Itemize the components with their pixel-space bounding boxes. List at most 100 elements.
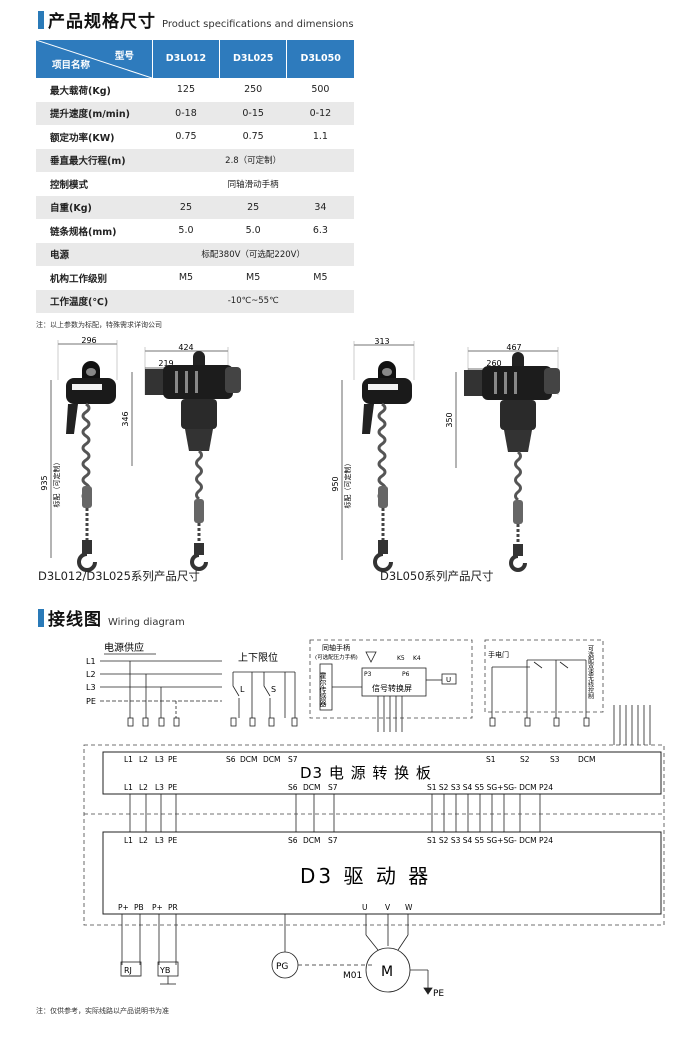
cell: 0.75 bbox=[219, 125, 287, 149]
corner-model-label: 型号 bbox=[114, 51, 134, 62]
term-label: P+ bbox=[152, 903, 163, 912]
term-label: DCM bbox=[303, 836, 320, 845]
table-row: 垂直最大行程(m) 2.8（可定制） bbox=[36, 148, 354, 173]
row-label: 链条规格(mm) bbox=[36, 219, 153, 243]
dim-height-note: 标配（可定制） bbox=[52, 459, 61, 508]
cell: 5.0 bbox=[219, 219, 287, 243]
term-label: S1 bbox=[486, 755, 496, 764]
term-label: DCM bbox=[240, 755, 257, 764]
row-label: 工作温度(℃) bbox=[36, 289, 153, 314]
term-label: PE bbox=[168, 783, 178, 792]
table-row: 链条规格(mm) 5.0 5.0 6.3 bbox=[36, 219, 354, 243]
term-label: PB bbox=[134, 903, 144, 912]
term-label: L1 bbox=[124, 755, 133, 764]
power-lines: L1 L2 L3 PE bbox=[86, 657, 222, 718]
extra-connectors bbox=[613, 705, 651, 745]
term-label: S2 bbox=[520, 755, 530, 764]
term-label: DCM bbox=[303, 783, 320, 792]
cell: 25 bbox=[152, 195, 220, 220]
row-label: 垂直最大行程(m) bbox=[36, 148, 153, 173]
line-label: PE bbox=[86, 697, 96, 706]
signal-board-label: 信号转换屏 bbox=[372, 683, 412, 693]
row-label: 控制模式 bbox=[36, 172, 153, 196]
limit-switches: L S bbox=[232, 671, 296, 718]
corner-item-label: 项目名称 bbox=[52, 59, 91, 71]
term-label: S7 bbox=[288, 755, 298, 764]
power-supply-label: 电源供应 bbox=[104, 641, 144, 654]
term-label: PE bbox=[168, 836, 178, 845]
term-label: PE bbox=[168, 755, 178, 764]
term-label: DCM bbox=[263, 755, 280, 764]
pin-P3: P3 bbox=[364, 671, 372, 678]
row-label: 提升速度(m/min) bbox=[36, 101, 153, 126]
cell: -10℃~55℃ bbox=[152, 289, 354, 314]
motor-label: M bbox=[381, 964, 393, 980]
cell: 5.0 bbox=[152, 219, 220, 243]
board-connections bbox=[129, 794, 541, 832]
line-label: L3 bbox=[86, 683, 96, 692]
term-label: L3 bbox=[155, 783, 164, 792]
table-row: 工作温度(℃) -10℃~55℃ bbox=[36, 289, 354, 314]
term-label: S7 bbox=[328, 836, 338, 845]
table-row: 电源 标配380V（可选配220V） bbox=[36, 242, 354, 267]
door-label: 手电门 bbox=[488, 650, 509, 659]
dim-height-note: 标配（可定制） bbox=[343, 460, 352, 509]
u-label: U bbox=[446, 676, 451, 684]
term-label: L3 bbox=[155, 836, 164, 845]
rj-label: RJ bbox=[124, 966, 132, 975]
dim-height-total: 935 bbox=[40, 475, 49, 490]
dimension-drawings: 296 424 219 346 935 标配（可定制） 313 467 260 … bbox=[40, 336, 562, 572]
brake-unit bbox=[157, 914, 179, 985]
term-label: DCM bbox=[578, 755, 595, 764]
pin-P6: P6 bbox=[402, 671, 410, 678]
section-header-wiring: 接线图 Wiring diagram bbox=[38, 605, 185, 630]
term-label-row: S1 S2 S3 S4 S5 SG+SG- DCM P24 bbox=[427, 836, 553, 845]
cell: 2.8（可定制） bbox=[152, 148, 354, 173]
term-label: V bbox=[385, 903, 391, 912]
door-note: 可选配双速无线控制 bbox=[587, 645, 594, 700]
table-row: 自重(Kg) 25 25 34 bbox=[36, 195, 354, 220]
corner-diagonal bbox=[36, 40, 152, 78]
row-label: 额定功率(KW) bbox=[36, 125, 153, 149]
term-label: S7 bbox=[328, 783, 338, 792]
term-label: PR bbox=[168, 903, 178, 912]
yb-label: YB bbox=[159, 966, 170, 975]
pg-label: PG bbox=[276, 962, 288, 972]
term-label: W bbox=[405, 903, 413, 912]
cell: 标配380V（可选配220V） bbox=[152, 242, 354, 267]
cell: 同轴滑动手柄 bbox=[152, 172, 354, 196]
driver-title: D3 驱 动 器 bbox=[300, 864, 431, 888]
motor bbox=[365, 914, 433, 995]
table-row: 控制模式 同轴滑动手柄 bbox=[36, 172, 354, 196]
table-row: 提升速度(m/min) 0-18 0-15 0-12 bbox=[36, 101, 354, 126]
dimension-caption-left: D3L012/D3L025系列产品尺寸 bbox=[38, 569, 200, 583]
dim-height-body: 346 bbox=[121, 411, 130, 426]
handle-box: 同轴手柄 (可选配压力手柄) 霍尔传感器 P3 P6 K5 K4 信号转换屏 U bbox=[309, 639, 473, 732]
cell: 125 bbox=[152, 78, 220, 102]
model-header: D3L050 bbox=[286, 40, 354, 79]
spec-table: 型号 项目名称 D3L012 D3L025 D3L050 最大载荷(Kg) 12… bbox=[36, 40, 354, 314]
dim-width-side: 260 bbox=[486, 359, 501, 368]
encoder-pg bbox=[271, 914, 372, 979]
dim-height-body: 350 bbox=[445, 412, 454, 427]
section-marker bbox=[38, 608, 44, 627]
row-label: 电源 bbox=[36, 242, 153, 267]
term-label: L2 bbox=[139, 836, 148, 845]
term-label: L1 bbox=[124, 783, 133, 792]
cell: M5 bbox=[286, 266, 354, 290]
section-subtitle: Wiring diagram bbox=[108, 617, 185, 628]
model-header: D3L012 bbox=[152, 40, 221, 79]
spec-note: 注：以上参数为标配，特殊需求详询公司 bbox=[36, 321, 162, 329]
limit-S: S bbox=[271, 685, 276, 694]
handle-subtitle: (可选配压力手柄) bbox=[315, 653, 358, 661]
table-row: 机构工作级别 M5 M5 M5 bbox=[36, 266, 354, 290]
dimension-drawing-right: 313 467 260 350 950 标配（可定制） bbox=[331, 337, 562, 572]
power-board: L1 L2 L3 PE S6 DCM DCM S7 S1 S2 S3 DCM D… bbox=[102, 751, 662, 795]
limit-label: 上下限位 bbox=[238, 651, 278, 664]
term-label: L1 bbox=[124, 836, 133, 845]
wiring-note: 注：仅供参考，实际线路以产品说明书为准 bbox=[36, 1007, 169, 1015]
table-row: 最大载荷(Kg) 125 250 500 bbox=[36, 78, 354, 102]
pin-K4: K4 bbox=[413, 655, 421, 662]
dim-width-front: 296 bbox=[81, 336, 96, 345]
term-label: S6 bbox=[288, 783, 298, 792]
